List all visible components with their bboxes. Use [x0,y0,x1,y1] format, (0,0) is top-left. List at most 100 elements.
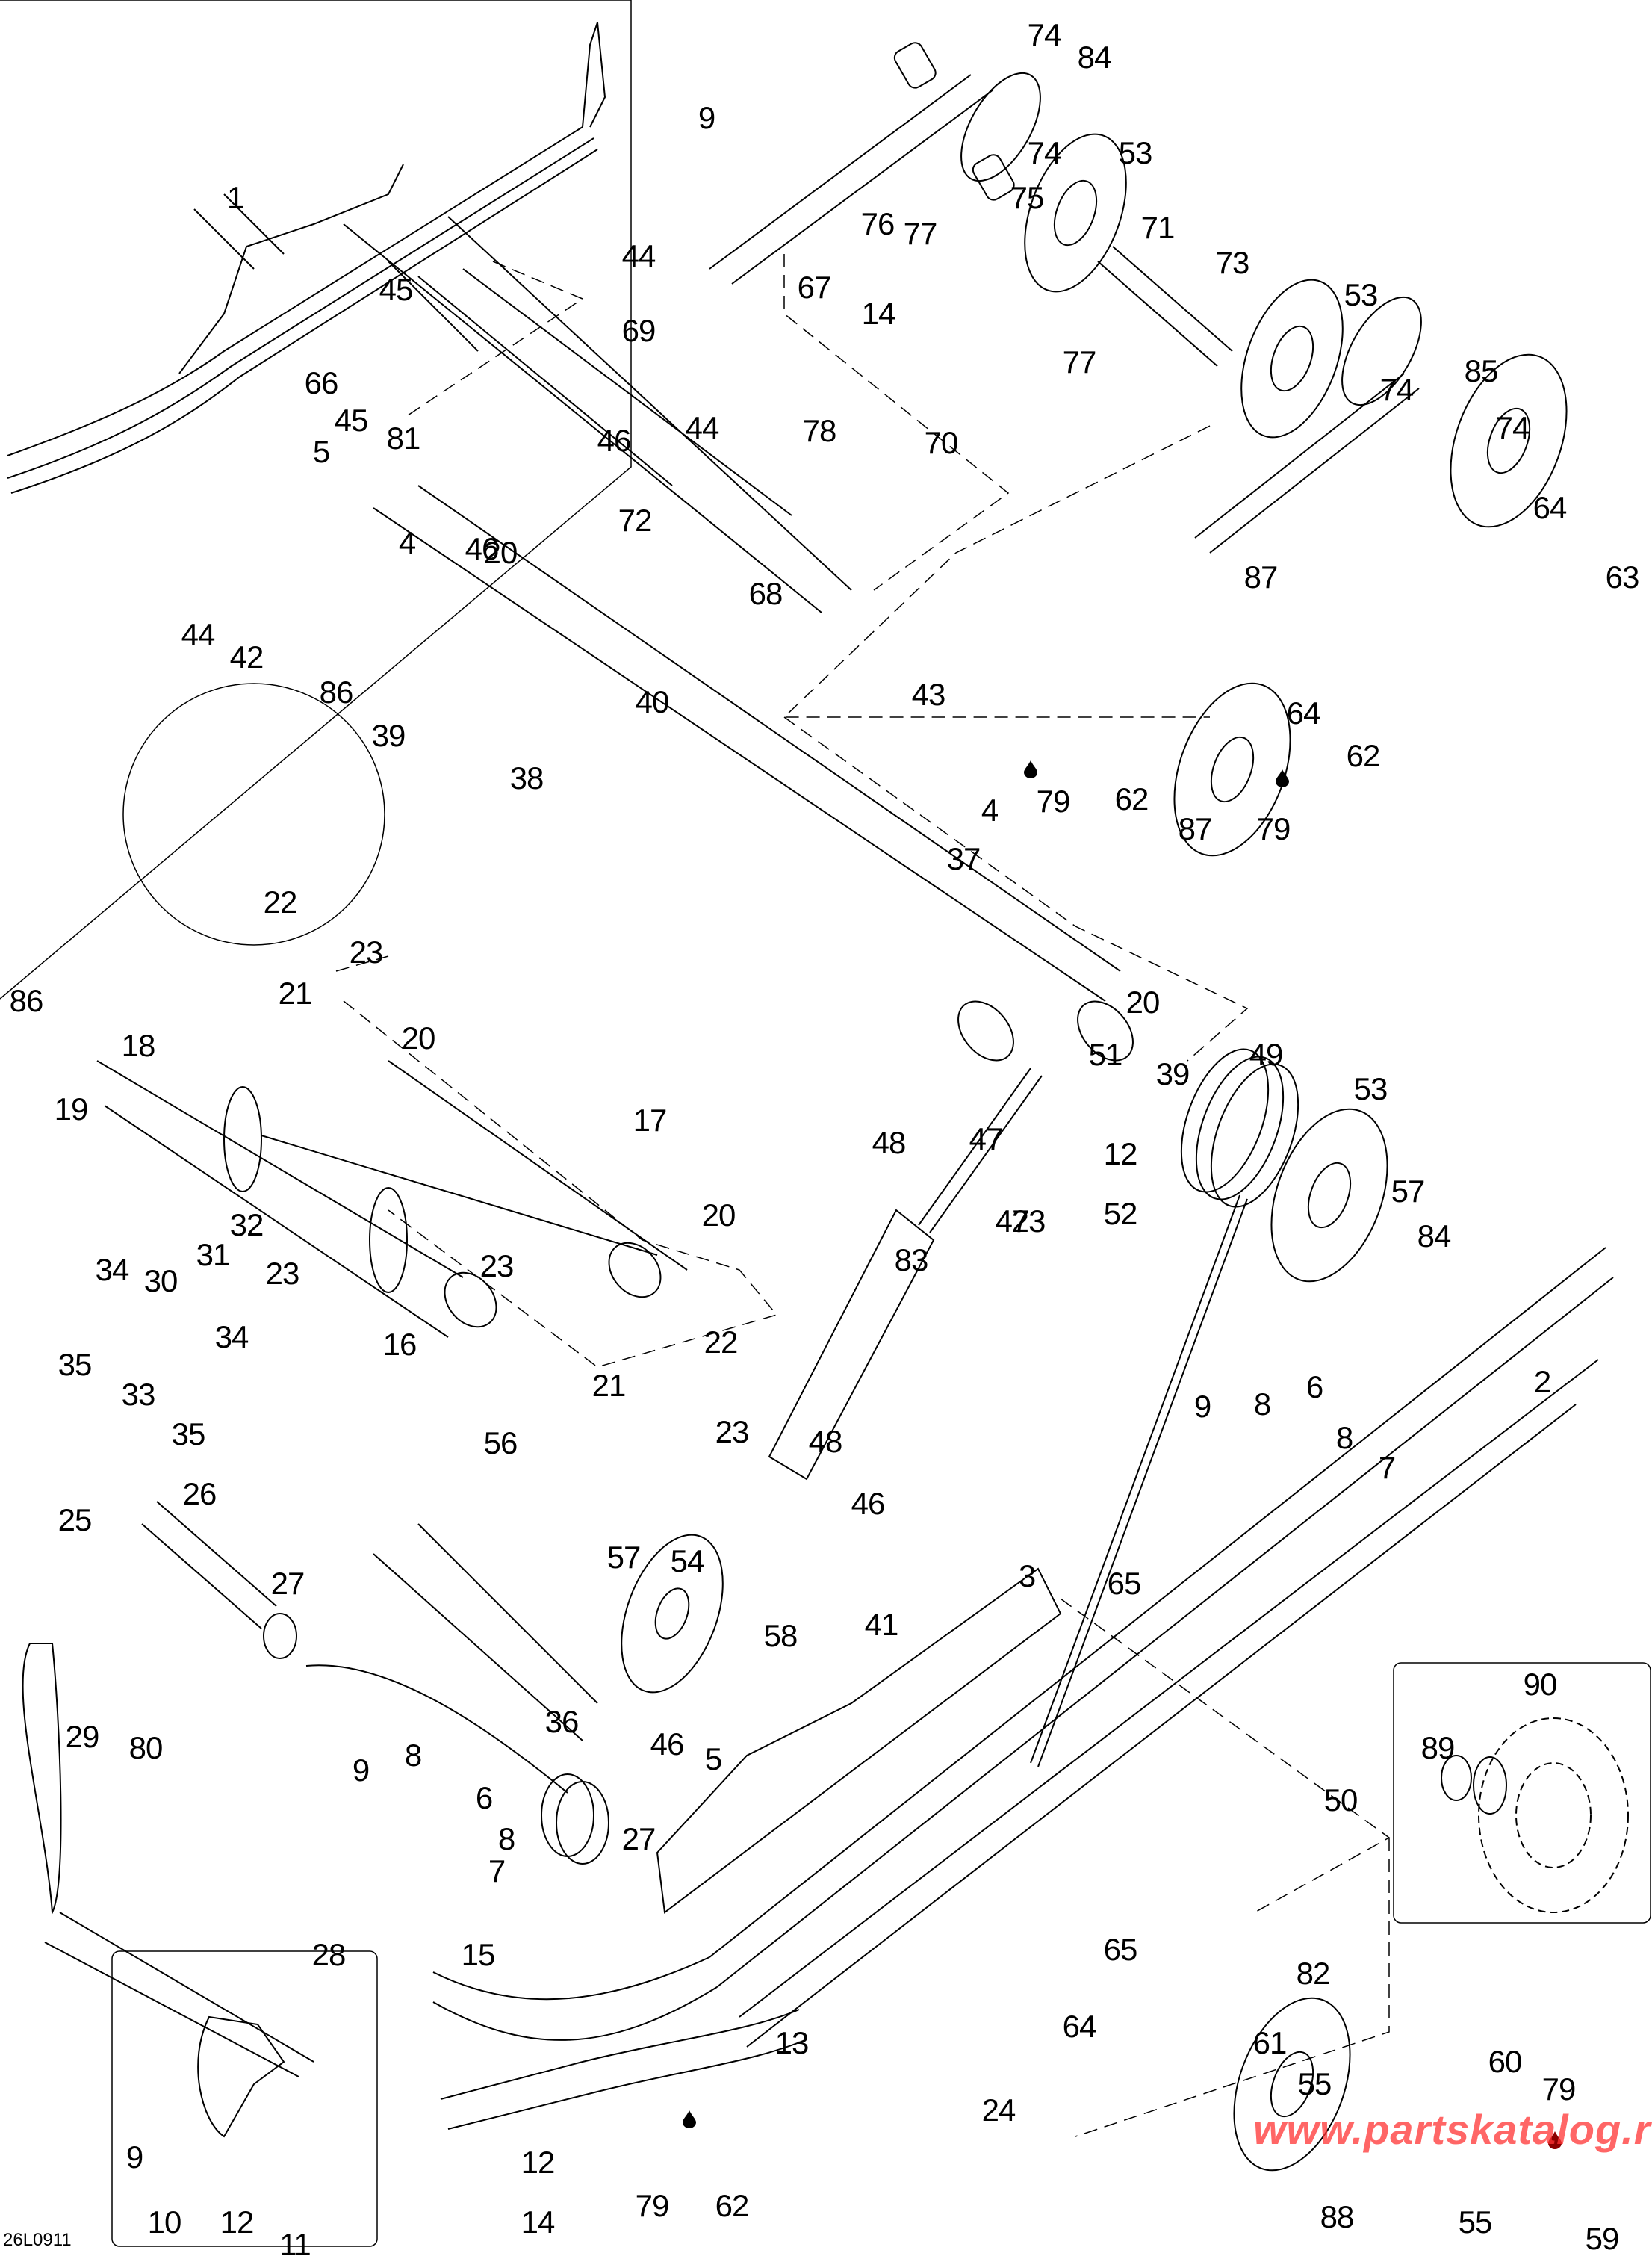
callout-35: 35 [171,1416,206,1451]
callout-78: 78 [802,413,837,448]
bracket-3 [656,1567,1062,1914]
callout-36: 36 [544,1704,580,1739]
callout-65: 65 [1107,1566,1142,1601]
inset-box-bearing [1393,1662,1651,1924]
callout-42: 42 [229,639,264,675]
callout-88: 88 [1320,2199,1355,2234]
callout-46: 46 [650,1726,685,1761]
callout-8: 8 [497,1821,515,1856]
callout-55: 55 [1297,2066,1332,2101]
callout-7: 7 [488,1853,506,1888]
callout-57: 57 [1391,1174,1426,1209]
callout-60: 60 [1488,2044,1523,2079]
watermark: www.partskatalog.ru [1253,2106,1652,2153]
callout-74: 74 [1027,135,1062,170]
callout-9: 9 [352,1753,370,1788]
callout-34: 34 [95,1252,130,1287]
callout-77: 77 [1062,344,1097,379]
retaining-ring-89 [1441,1755,1472,1801]
callout-82: 82 [1296,1956,1331,1991]
callout-73: 73 [1215,245,1250,280]
callout-62: 62 [715,2188,750,2223]
callout-23: 23 [265,1256,300,1291]
callout-20: 20 [1125,985,1161,1020]
callout-48: 48 [872,1125,907,1160]
callout-34: 34 [214,1319,249,1354]
callout-40: 40 [635,684,670,719]
slide-rail-2 [709,1247,1614,2048]
callout-44: 44 [181,617,216,652]
callout-80: 80 [128,1730,164,1765]
inset-box-rail [0,0,632,1000]
callout-37: 37 [946,841,981,876]
callout-7: 7 [1378,1450,1396,1485]
assembly-outline-lines [335,254,1391,2137]
callout-12: 12 [1103,1136,1138,1171]
callout-81: 81 [386,421,421,456]
callout-55: 55 [1458,2204,1493,2240]
callout-90: 90 [1523,1667,1558,1702]
callout-14: 14 [861,296,896,331]
callout-45: 45 [379,272,414,307]
callout-24: 24 [981,2092,1016,2128]
front-arm-assembly [193,193,1134,1062]
callout-64: 64 [1533,490,1568,525]
callout-70: 70 [924,425,959,460]
callout-53: 53 [1353,1071,1388,1106]
callout-49: 49 [1249,1037,1284,1072]
callout-87: 87 [1243,560,1279,595]
callout-28: 28 [311,1937,347,1972]
callout-43: 43 [911,677,946,712]
dashed-wheel-90 [1478,1717,1629,1913]
callout-41: 41 [864,1607,899,1642]
torsion-spring-49 [1030,1048,1388,1767]
callout-77: 77 [903,216,938,251]
callout-10: 10 [147,2204,182,2240]
callout-86: 86 [319,675,354,710]
callout-47: 47 [995,1203,1030,1239]
callout-46: 46 [597,423,632,458]
callout-45: 45 [334,403,369,438]
callout-47: 47 [969,1121,1004,1156]
callout-4: 4 [398,525,416,560]
oil-drop-icon [1276,769,1289,787]
callout-63: 63 [1605,560,1640,595]
drawing-code: 26L0911 [3,2230,72,2250]
callout-33: 33 [121,1377,156,1412]
callout-31: 31 [196,1237,231,1272]
callout-79: 79 [635,2188,670,2223]
callout-14: 14 [521,2204,556,2240]
callout-13: 13 [774,2025,810,2060]
callout-23: 23 [479,1248,515,1283]
callout-44: 44 [621,238,656,273]
upper-axle-assembly [709,42,1568,857]
callout-84: 84 [1417,1218,1452,1254]
callout-72: 72 [618,503,653,538]
callout-53: 53 [1344,277,1379,312]
lower-axle-assembly [22,1501,1351,2172]
callout-53: 53 [1118,135,1153,170]
callout-84: 84 [1077,40,1112,75]
callout-20: 20 [483,535,518,570]
callout-62: 62 [1346,738,1381,773]
callout-86: 86 [9,983,44,1018]
callout-26: 26 [182,1476,217,1511]
callout-74: 74 [1379,372,1415,407]
callout-11: 11 [279,2227,311,2262]
callout-23: 23 [715,1414,750,1449]
callout-48: 48 [808,1424,843,1459]
callout-16: 16 [382,1327,417,1362]
callout-2: 2 [1533,1364,1551,1399]
rear-arm-assembly [96,683,688,1338]
callout-23: 23 [1011,1203,1046,1239]
callout-1: 1 [226,180,244,215]
callout-19: 19 [54,1091,89,1127]
slide-rail-13 [432,1956,807,2130]
callout-87: 87 [1178,811,1213,846]
oil-drop-icon [683,2110,696,2128]
callout-76: 76 [860,206,895,241]
callout-52: 52 [1103,1196,1138,1231]
callout-9: 9 [698,100,715,135]
part-1-slide-rail [7,22,606,494]
